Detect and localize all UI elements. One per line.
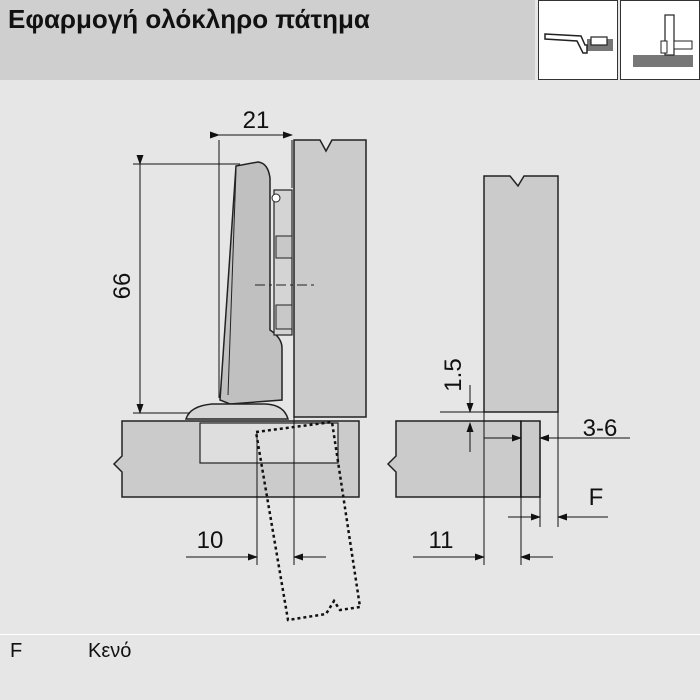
dimension-1-5: 1.5 (440, 358, 467, 391)
legend-key: F (10, 640, 23, 662)
hinge-body (184, 161, 315, 420)
dimension-11: 11 (429, 527, 454, 554)
dimension-21: 21 (243, 107, 270, 134)
dimension-66: 66 (109, 273, 136, 300)
dimension-F: F (589, 484, 604, 511)
footer-divider (0, 634, 700, 635)
technical-drawing: 21 66 10 1.5 3-6 F 11 (109, 107, 630, 622)
legend-value: Κενό (88, 640, 132, 662)
left-side-panel (293, 139, 367, 418)
right-side-panel (483, 175, 559, 413)
hinge-cabinet-view-icon (620, 0, 700, 80)
door-open-outline (254, 420, 362, 622)
header-bar: Εφαρμογή ολόκληρο πάτημα (0, 0, 535, 80)
hinge-side-view-icon (538, 0, 618, 80)
right-door-panel (386, 420, 522, 498)
page-title: Εφαρμογή ολόκληρο πάτημα (8, 4, 370, 34)
left-cup-recess (199, 422, 339, 464)
right-door-edge (520, 420, 541, 498)
dimension-3-6: 3-6 (583, 415, 618, 442)
dimension-10: 10 (197, 527, 224, 554)
